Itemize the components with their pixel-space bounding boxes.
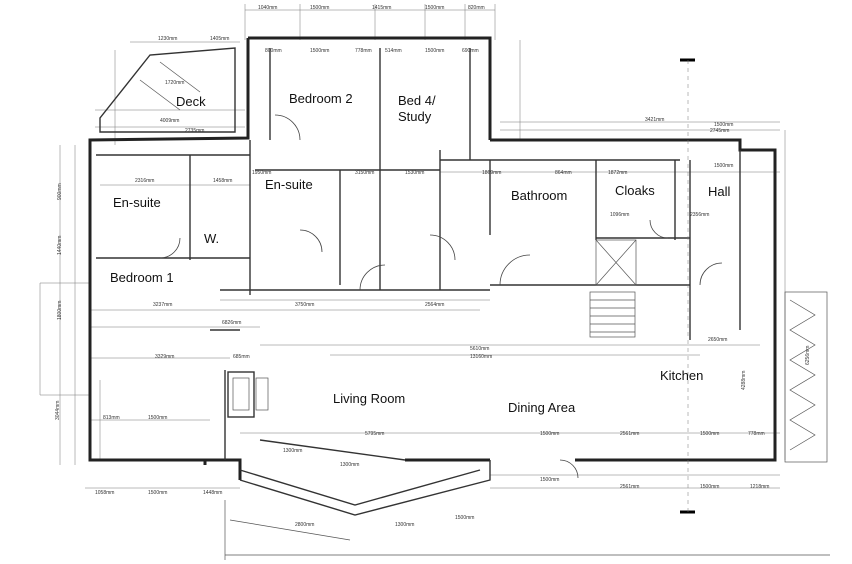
dimension-label: 2356mm — [690, 212, 710, 218]
dimension-label: 1720mm — [165, 80, 185, 86]
dimension-label: 5610mm — [470, 346, 490, 352]
dimension-label: 1500mm — [700, 484, 720, 490]
room-label-bedroom-1: Bedroom 1 — [110, 270, 174, 285]
dimension-label: 1218mm — [750, 484, 770, 490]
room-label-bed4-line2: Study — [398, 109, 432, 124]
room-label-ensuite-mid: En-suite — [265, 177, 313, 192]
fireplace — [227, 371, 269, 418]
dimension-label: 1500mm — [540, 477, 560, 483]
dimension-label: 3750mm — [295, 302, 315, 308]
dimension-label: 1500mm — [310, 48, 330, 54]
room-label-cloaks: Cloaks — [615, 183, 655, 198]
dimension-label: 514mm — [385, 48, 402, 54]
dimension-label: 2800mm — [295, 522, 315, 528]
dimension-label: 1530mm — [405, 170, 425, 176]
dimension-label: 1950mm — [252, 170, 272, 176]
dimension-label: 1500mm — [540, 431, 560, 437]
dimension-label: 778mm — [355, 48, 372, 54]
staircase — [589, 239, 637, 338]
dimension-label: 1500mm — [714, 163, 734, 169]
dimension-label: 2745mm — [710, 128, 730, 134]
dimension-label: 4009mm — [160, 118, 180, 124]
dimension-label: 1058mm — [95, 490, 115, 496]
dimension-label: 1230mm — [158, 36, 178, 42]
dimension-label: 820mm — [468, 5, 485, 11]
dimension-label: 813mm — [103, 415, 120, 421]
room-label-ensuite-left: En-suite — [113, 195, 161, 210]
room-label-bedroom-2: Bedroom 2 — [289, 91, 353, 106]
dimension-label: 2561mm — [620, 484, 640, 490]
dimension-label: 1440mm — [57, 235, 63, 255]
dimension-label: 1872mm — [608, 170, 628, 176]
dimension-label: 2316mm — [135, 178, 155, 184]
room-label-wc: W. — [204, 231, 220, 246]
bottom-rails — [224, 500, 830, 560]
dimension-label: 1800mm — [57, 300, 63, 320]
exterior-walls — [88, 36, 777, 516]
dimension-label: 1500mm — [425, 5, 445, 11]
dimension-label: 3421mm — [645, 117, 665, 123]
dimension-label: 1500mm — [148, 490, 168, 496]
dimension-label: 800mm — [265, 48, 282, 54]
dimension-label: 3329mm — [155, 354, 175, 360]
room-label-bed4-line1: Bed 4/ — [398, 93, 436, 108]
dimension-label: 1448mm — [203, 490, 223, 496]
room-label-hall: Hall — [708, 184, 731, 199]
dimension-label: 2650mm — [708, 337, 728, 343]
dimension-label: 900mm — [57, 183, 63, 200]
dimension-label: 2561mm — [620, 431, 640, 437]
dimension-label: 2564mm — [425, 302, 445, 308]
dimension-label: 3237mm — [153, 302, 173, 308]
side-deck — [784, 291, 828, 463]
dimension-label: 690mm — [462, 48, 479, 54]
dimension-label: 1869mm — [482, 170, 502, 176]
room-label-kitchen: Kitchen — [660, 368, 704, 383]
dimension-label: 1500mm — [310, 5, 330, 11]
dimension-label: 685mm — [233, 354, 250, 360]
dimension-label: 1500mm — [425, 48, 445, 54]
dimension-label: 1300mm — [395, 522, 415, 528]
dimension-label: 4288mm — [741, 370, 747, 390]
room-label-dining-area: Dining Area — [508, 400, 576, 415]
dimension-label: 3044mm — [55, 400, 61, 420]
dimension-label: 1500mm — [455, 515, 475, 521]
room-label-bathroom: Bathroom — [511, 188, 568, 203]
dimension-label: 1405mm — [210, 36, 230, 42]
deck-outline — [99, 47, 236, 133]
dimension-label: 1300mm — [283, 448, 303, 454]
dimension-label: 864mm — [555, 170, 572, 176]
dimension-label: 6256mm — [805, 345, 811, 365]
dimension-label: 1500mm — [714, 122, 734, 128]
room-label-deck: Deck — [176, 94, 206, 109]
dimension-label: 13160mm — [470, 354, 493, 360]
dimension-label: 1500mm — [148, 415, 168, 421]
dimension-label: 1096mm — [610, 212, 630, 218]
dimension-label: 5795mm — [365, 431, 385, 437]
dimension-label: 2735mm — [185, 128, 205, 134]
dimension-label: 778mm — [748, 431, 765, 437]
interior-walls — [96, 48, 741, 460]
dimension-label: 6826mm — [222, 320, 242, 326]
dimension-label: 1415mm — [372, 5, 392, 11]
dimension-label: 1300mm — [340, 462, 360, 468]
room-label-living-room: Living Room — [333, 391, 406, 406]
dimension-label: 1500mm — [700, 431, 720, 437]
door-swings — [159, 114, 723, 479]
dimension-label: 1458mm — [213, 178, 233, 184]
section-markers — [680, 58, 695, 514]
dimension-label: 3150mm — [355, 170, 375, 176]
dimension-label: 1040mm — [258, 5, 278, 11]
